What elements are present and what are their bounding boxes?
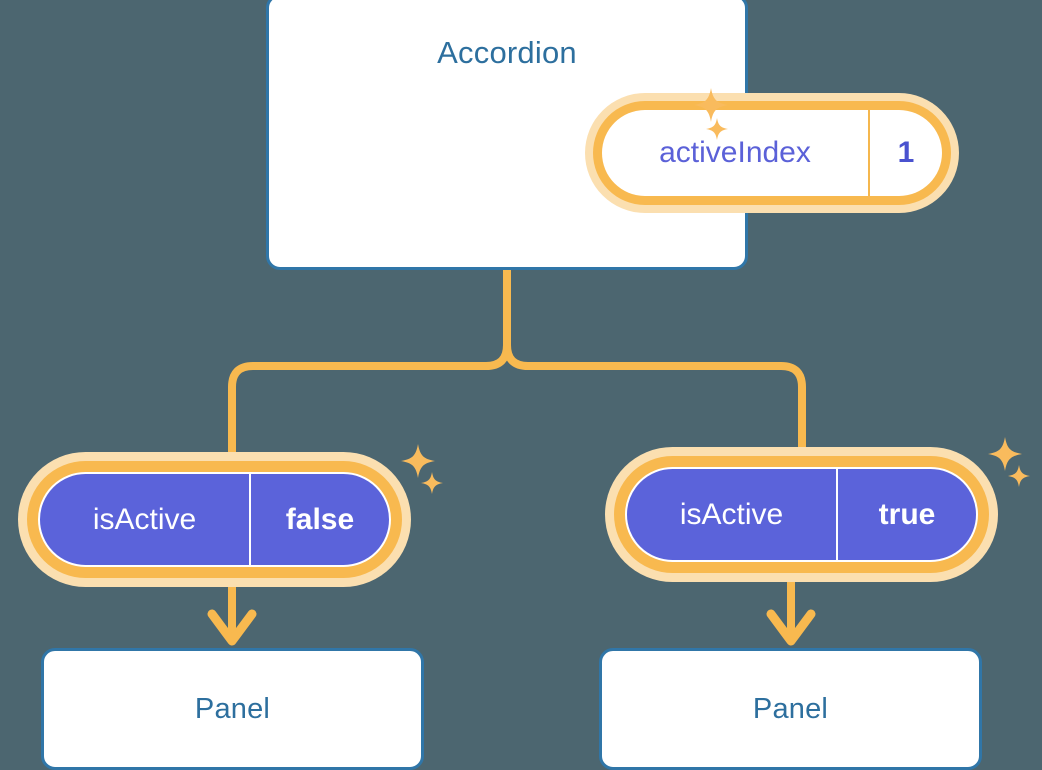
state-pill-isactive-false[interactable]: isActive false bbox=[18, 452, 411, 587]
page-title: Accordion bbox=[437, 35, 577, 70]
panel-title: Panel bbox=[194, 692, 271, 725]
pill-body: activeIndex 1 bbox=[602, 110, 942, 196]
state-key-label: isActive bbox=[40, 474, 251, 565]
state-key-label: isActive bbox=[627, 469, 838, 560]
sparkle-small-icon bbox=[421, 472, 443, 494]
state-pill-activeindex[interactable]: activeIndex 1 bbox=[585, 93, 959, 213]
sparkle-small-icon bbox=[706, 118, 728, 140]
state-pill-isactive-true[interactable]: isActive true bbox=[605, 447, 998, 582]
panel-title: Panel bbox=[752, 692, 829, 725]
panel-component-card-right[interactable]: Panel bbox=[599, 648, 982, 770]
arrow-down-icon bbox=[207, 580, 257, 646]
pill-body: isActive false bbox=[38, 472, 391, 567]
state-value-label: 1 bbox=[897, 136, 915, 169]
state-value-label: true bbox=[878, 497, 936, 531]
panel-component-card-left[interactable]: Panel bbox=[41, 648, 424, 770]
sparkle-small-icon bbox=[1008, 465, 1030, 487]
branch-connector-icon bbox=[228, 266, 806, 456]
state-value-label: false bbox=[285, 502, 355, 536]
state-key-label: activeIndex bbox=[602, 110, 870, 196]
pill-body: isActive true bbox=[625, 467, 978, 562]
arrow-down-icon bbox=[766, 575, 816, 646]
sparkle-large-icon bbox=[988, 437, 1022, 471]
sparkle-large-icon bbox=[694, 88, 728, 122]
sparkle-large-icon bbox=[401, 444, 435, 478]
accordion-component-card[interactable]: Accordion activeIndex 1 bbox=[266, 0, 959, 270]
